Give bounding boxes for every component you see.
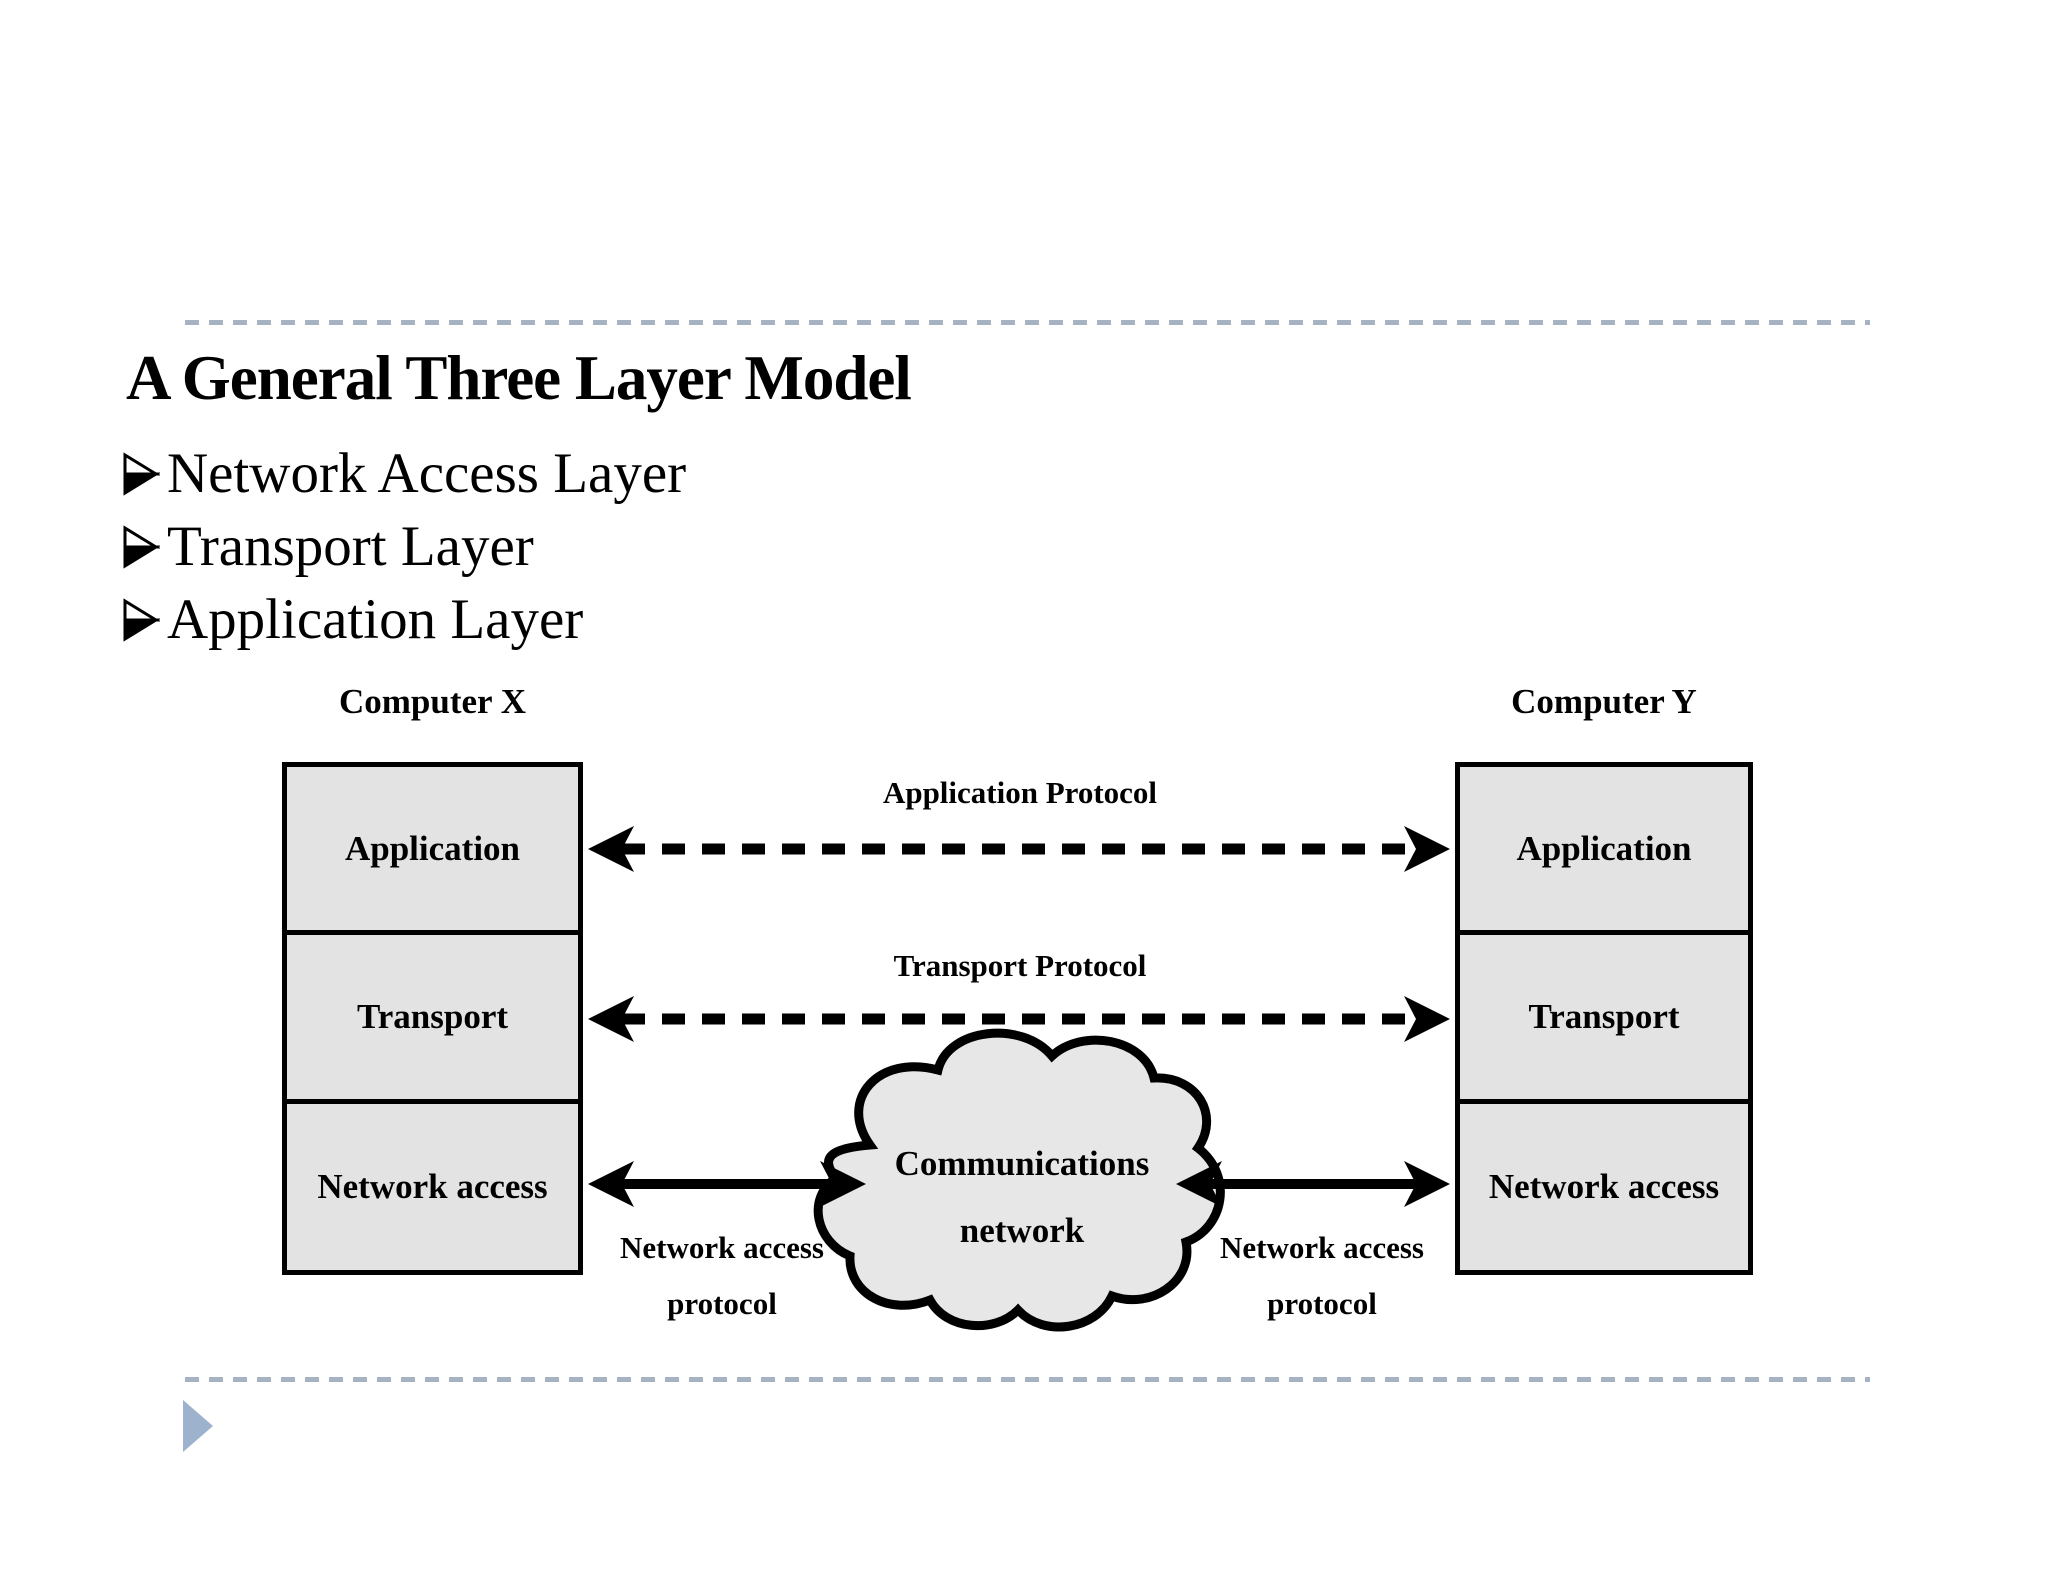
- transport-protocol-label: Transport Protocol: [893, 948, 1147, 983]
- page-title: A General Three Layer Model: [126, 343, 912, 413]
- list-item: Application Layer: [122, 583, 686, 656]
- transport-protocol-arrow: [588, 996, 1450, 1042]
- layer-box-network-access: Network access: [1460, 1099, 1748, 1270]
- bullet-list: Network Access Layer Transport Layer App…: [122, 437, 686, 656]
- network-access-protocol-label-left: Network access protocol: [562, 1220, 882, 1332]
- footer-arrow-icon: [183, 1400, 213, 1452]
- net-proto-line1: Network access: [1219, 1230, 1424, 1265]
- bullet-arrow-icon: [123, 597, 160, 642]
- application-protocol-label: Application Protocol: [882, 775, 1158, 810]
- layer-box-network-access: Network access: [287, 1099, 578, 1270]
- application-protocol-arrow: [588, 826, 1450, 872]
- net-proto-line1: Network access: [619, 1230, 824, 1265]
- bullet-text: Application Layer: [167, 588, 584, 651]
- layer-box-transport: Transport: [287, 930, 578, 1099]
- list-item: Network Access Layer: [122, 437, 686, 510]
- net-proto-line2: protocol: [667, 1286, 777, 1321]
- network-access-protocol-label-right: Network access protocol: [1162, 1220, 1482, 1332]
- bottom-dashed-divider: [185, 1377, 1870, 1382]
- computer-x-label: Computer X: [339, 682, 526, 721]
- computer-y-layer-stack: Application Transport Network access: [1455, 762, 1753, 1275]
- layer-box-application: Application: [1460, 767, 1748, 930]
- cloud-label-line1: Communications: [894, 1144, 1150, 1183]
- communications-network-label: Communications network: [822, 1130, 1222, 1264]
- computer-y-label: Computer Y: [1511, 682, 1697, 721]
- computer-x-layer-stack: Application Transport Network access: [282, 762, 583, 1275]
- list-item: Transport Layer: [122, 510, 686, 583]
- net-proto-line2: protocol: [1267, 1286, 1377, 1321]
- top-dashed-divider: [185, 320, 1870, 325]
- bullet-text: Transport Layer: [167, 515, 534, 578]
- bullet-arrow-icon: [123, 524, 160, 569]
- bullet-text: Network Access Layer: [167, 442, 687, 505]
- layer-box-application: Application: [287, 767, 578, 930]
- layer-box-transport: Transport: [1460, 930, 1748, 1099]
- bullet-arrow-icon: [123, 451, 160, 496]
- cloud-label-line2: network: [959, 1211, 1085, 1250]
